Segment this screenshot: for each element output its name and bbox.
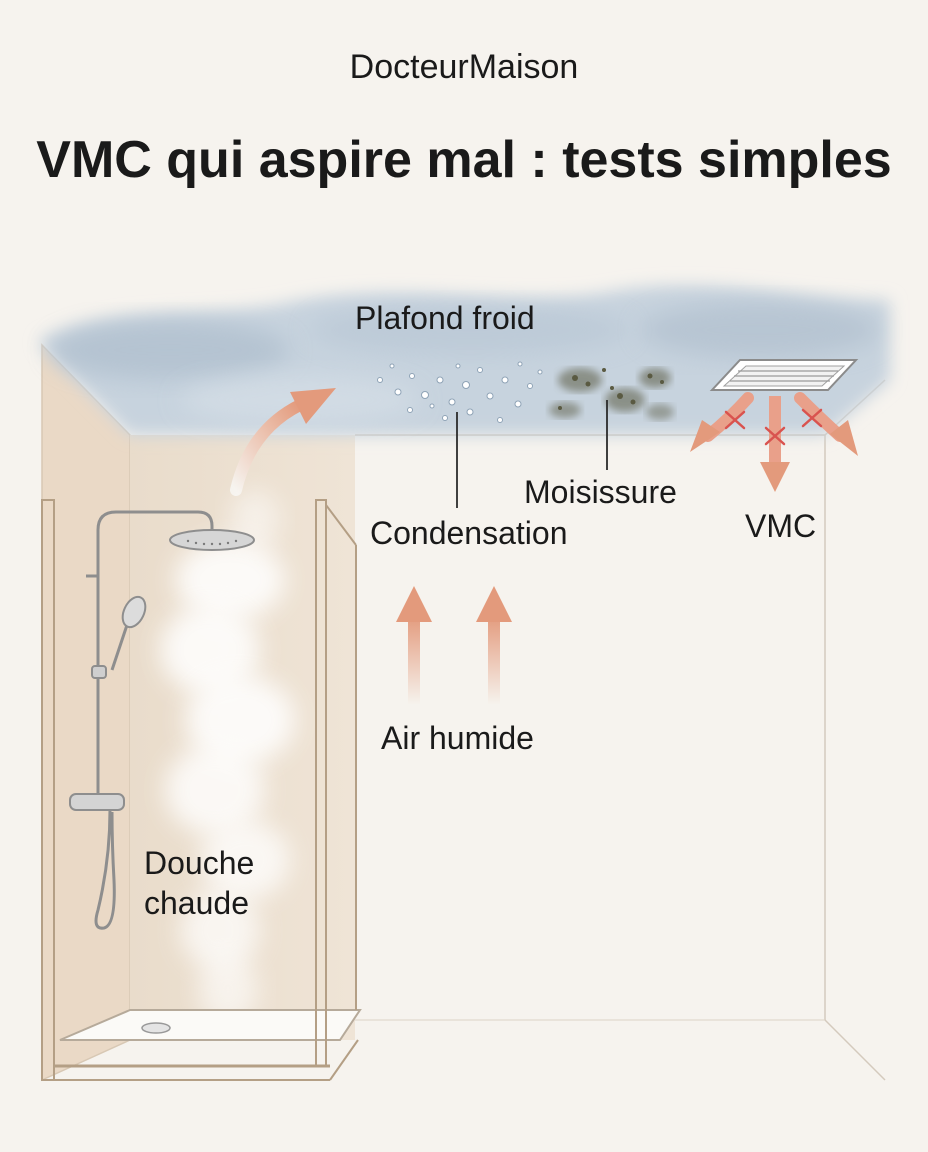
label-vmc: VMC — [745, 508, 817, 544]
vmc-blocked-arrows — [690, 392, 858, 492]
label-cold-ceiling: Plafond froid — [355, 300, 535, 336]
label-mold: Moisissure — [524, 474, 677, 510]
humid-air-arrows — [396, 586, 512, 705]
page-title: VMC qui aspire mal : tests simples — [36, 131, 892, 189]
cold-ceiling-fog — [40, 285, 890, 435]
label-hot-shower: Douche chaude — [144, 845, 255, 921]
steam-icon — [160, 490, 295, 1025]
brand-name: DocteurMaison — [349, 48, 579, 86]
room-walls — [41, 343, 886, 1082]
shower-head-icon — [86, 510, 255, 800]
label-condensation: Condensation — [370, 515, 568, 551]
steam-rise-arrow — [230, 388, 336, 496]
hand-shower-icon — [69, 595, 147, 930]
shower-enclosure — [41, 499, 362, 1081]
leader-lines — [456, 400, 608, 508]
label-humid-air: Air humide — [381, 720, 534, 756]
droplets-icon — [377, 361, 543, 423]
vmc-vent-icon — [709, 359, 859, 391]
mold-icon — [549, 368, 674, 420]
